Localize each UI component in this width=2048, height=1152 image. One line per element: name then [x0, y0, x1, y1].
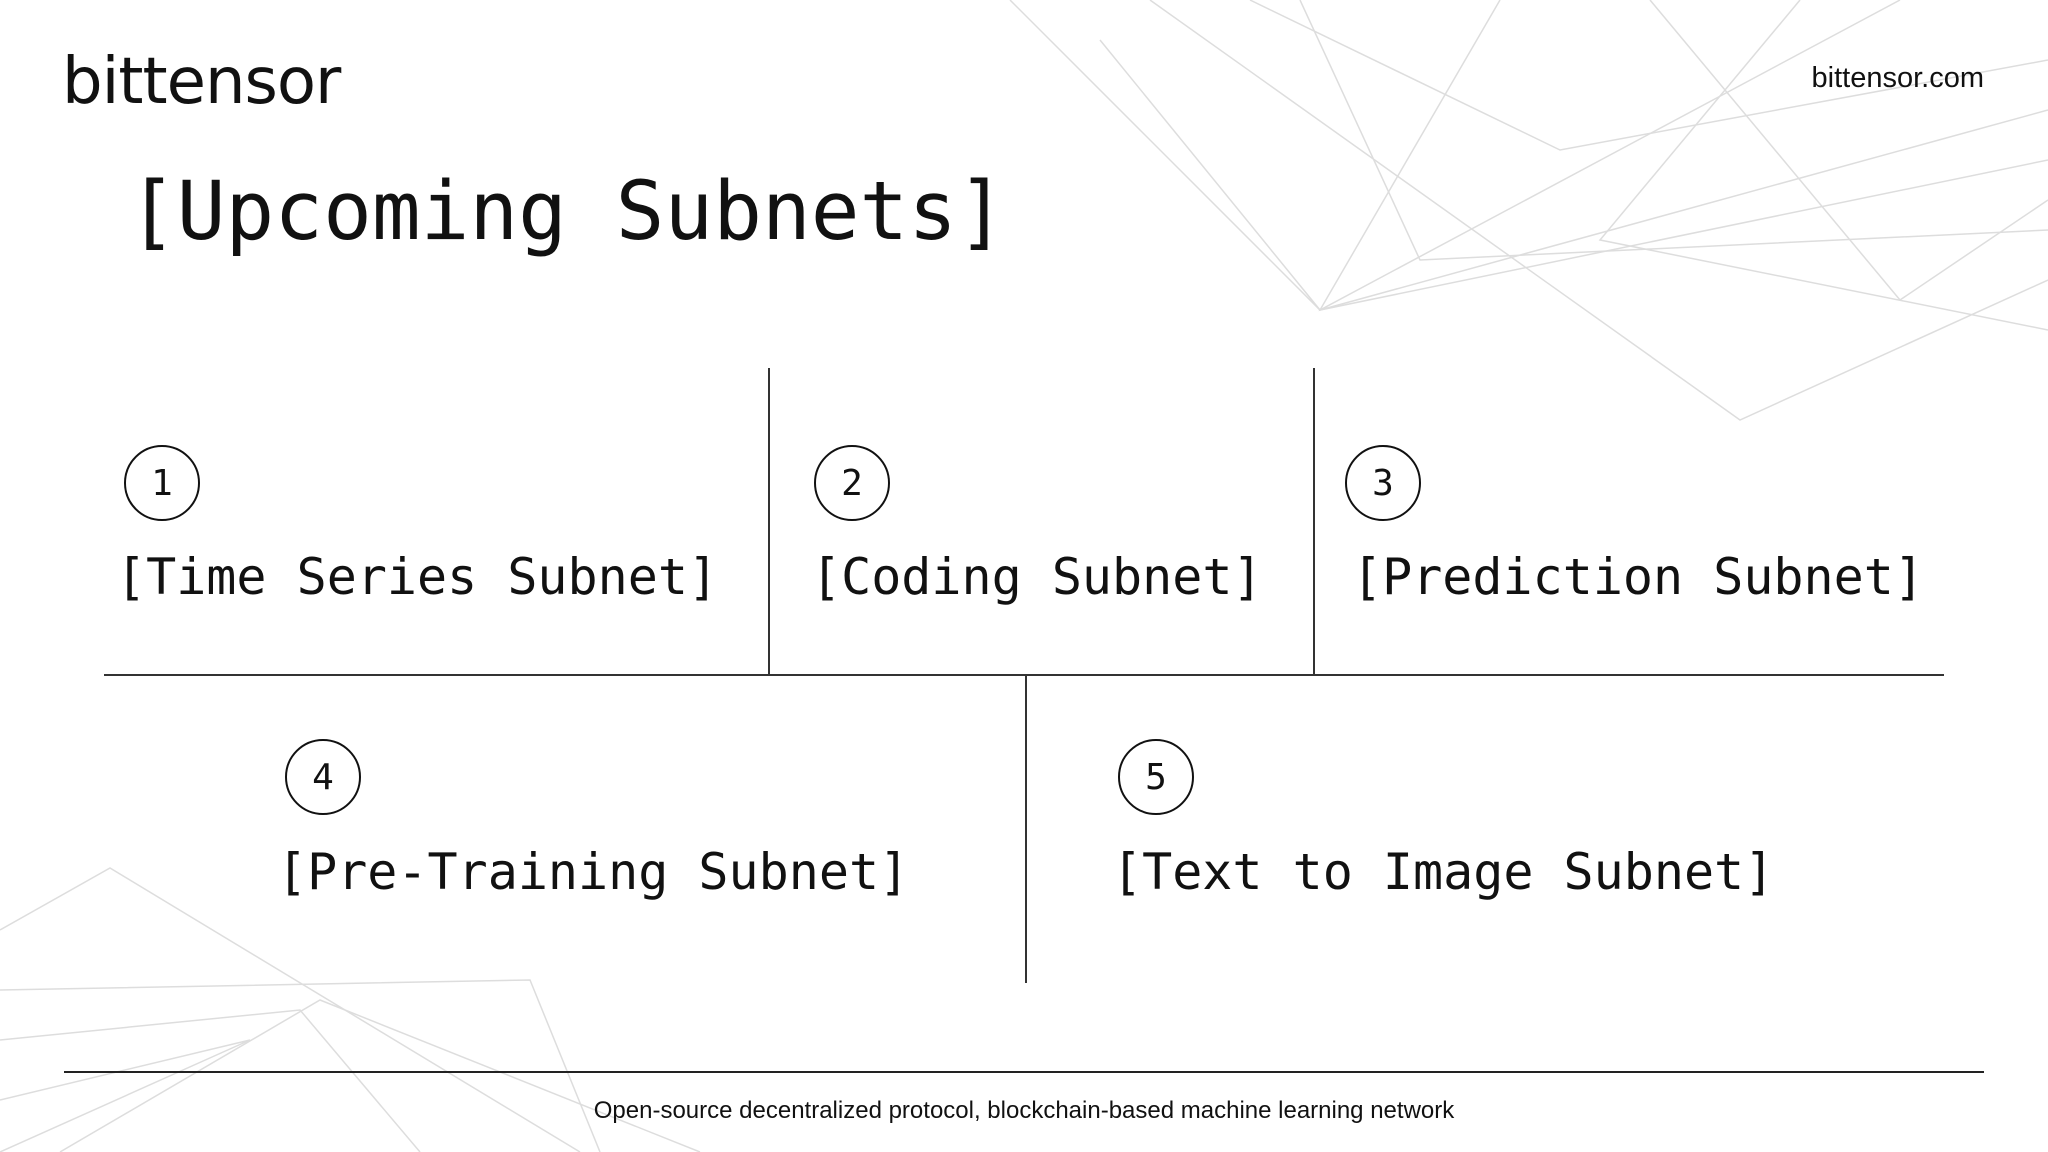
page-title: [Upcoming Subnets]: [128, 165, 1006, 259]
footer-divider: [64, 1071, 1984, 1073]
subnet-number-badge: 1: [124, 445, 200, 521]
website-link[interactable]: bittensor.com: [1811, 62, 1984, 94]
subnet-label: [Pre-Training Subnet]: [277, 843, 910, 901]
divider: [1313, 368, 1315, 675]
divider: [104, 674, 1944, 676]
subnet-number-badge: 4: [285, 739, 361, 815]
subnet-number-badge: 5: [1118, 739, 1194, 815]
bittensor-logo: bittensor: [62, 45, 341, 119]
subnet-label: [Text to Image Subnet]: [1112, 843, 1775, 901]
subnet-number-badge: 3: [1345, 445, 1421, 521]
footer-tagline: Open-source decentralized protocol, bloc…: [593, 1097, 1455, 1124]
subnet-label: [Prediction Subnet]: [1352, 548, 1924, 606]
divider: [768, 368, 770, 675]
subnet-label: [Time Series Subnet]: [116, 548, 719, 606]
subnet-number-badge: 2: [814, 445, 890, 521]
subnet-label: [Coding Subnet]: [811, 548, 1263, 606]
divider: [1025, 675, 1027, 983]
